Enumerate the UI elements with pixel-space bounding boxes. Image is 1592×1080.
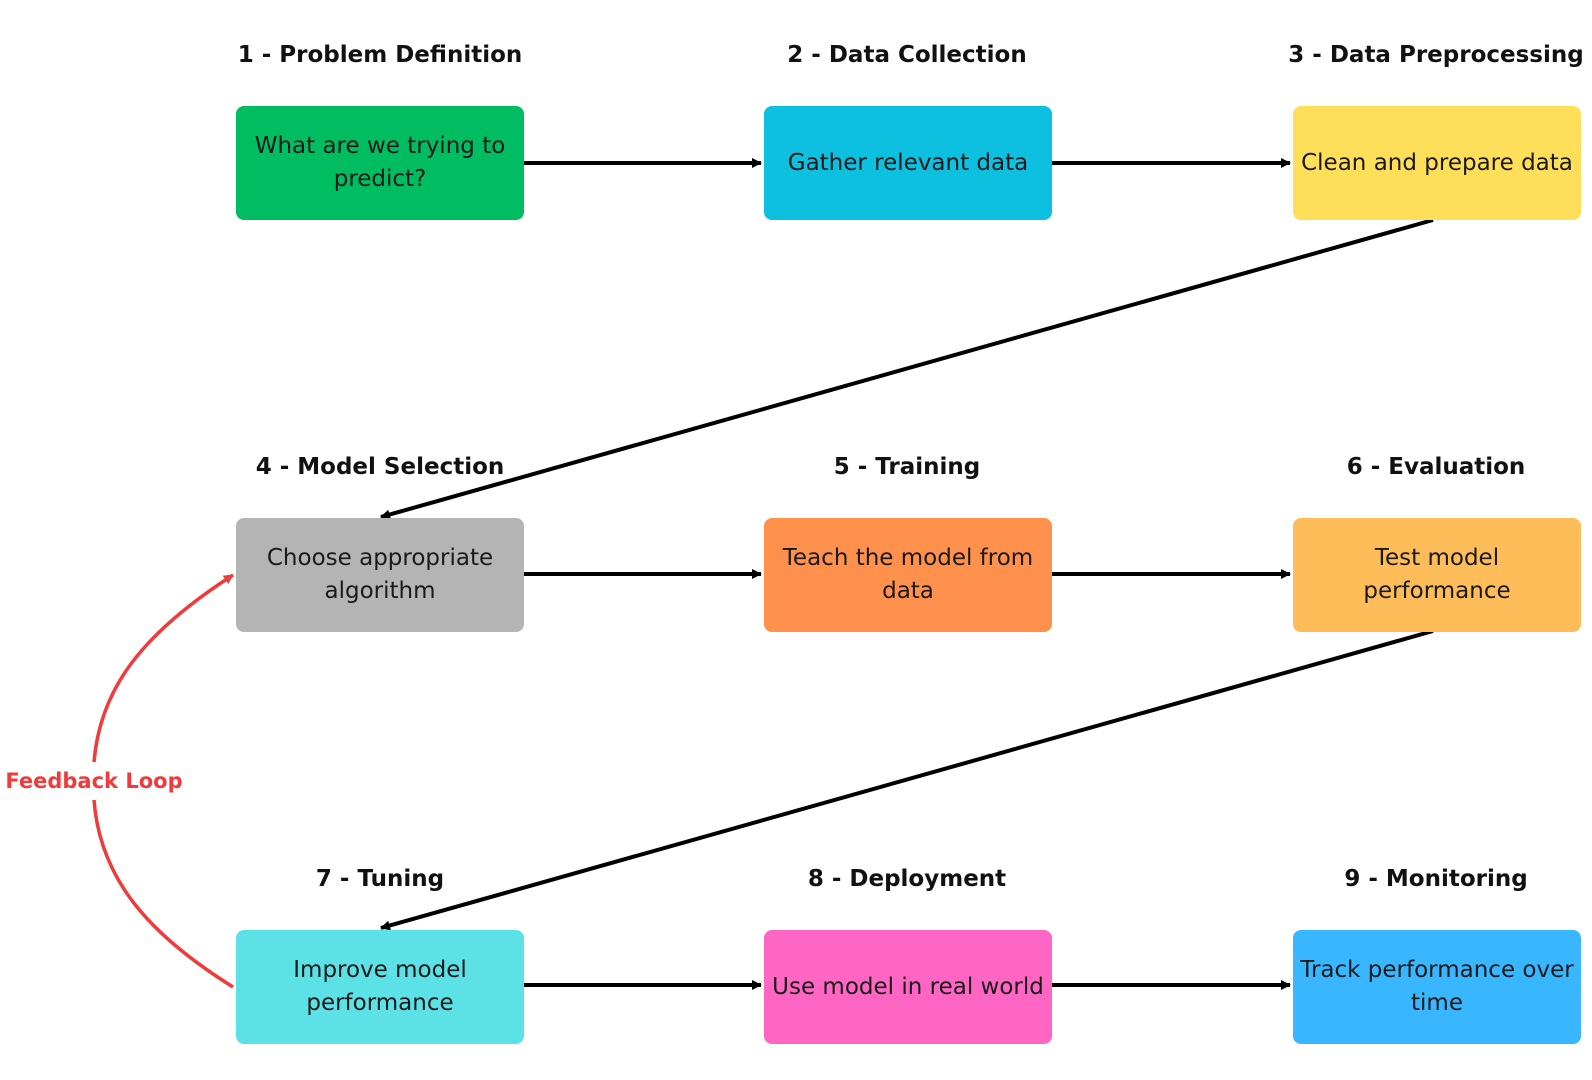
arrow-6-to-7 [380,629,1434,931]
step-7-title: 7 - Tuning [315,866,445,892]
step-4-box: Choose appropriate algorithm [236,518,524,632]
step-4-title: 4 - Model Selection [255,454,505,480]
step-6-box: Test model performance [1293,518,1581,632]
step-8-box: Use model in real world [764,930,1052,1044]
arrow-3-to-4 [380,218,1434,520]
feedback-loop-arrow-upper [92,573,234,763]
step-8-title: 8 - Deployment [807,866,1007,892]
feedback-loop-arrow-lower [92,799,234,989]
step-3-title: 3 - Data Preprocessing [1288,42,1584,68]
step-8-text: Use model in real world [772,973,1044,1000]
step-5-box: Teach the model from data [764,518,1052,632]
step-6-text: Test model performance [1363,545,1511,604]
step-9-text: Track performance over time [1300,957,1574,1016]
step-7-box: Improve model performance [236,930,524,1044]
step-1-text: What are we trying to predict? [254,133,506,192]
feedback-loop-label: Feedback Loop [5,769,183,793]
step-4-text: Choose appropriate algorithm [266,545,494,604]
step-3-text: Clean and prepare data [1301,149,1573,176]
step-1-title: 1 - Problem Definition [237,42,523,68]
step-6-title: 6 - Evaluation [1346,454,1526,480]
step-5-title: 5 - Training [833,454,981,480]
step-1-box: What are we trying to predict? [236,106,524,220]
step-2-box: Gather relevant data [764,106,1052,220]
step-3-box: Clean and prepare data [1293,106,1581,220]
step-5-text: Teach the model from data [782,545,1034,604]
step-2-text: Gather relevant data [787,149,1029,176]
step-7-text: Improve model performance [293,957,467,1016]
step-9-title: 9 - Monitoring [1344,866,1528,892]
step-9-box: Track performance over time [1293,930,1581,1044]
step-2-title: 2 - Data Collection [787,42,1027,68]
